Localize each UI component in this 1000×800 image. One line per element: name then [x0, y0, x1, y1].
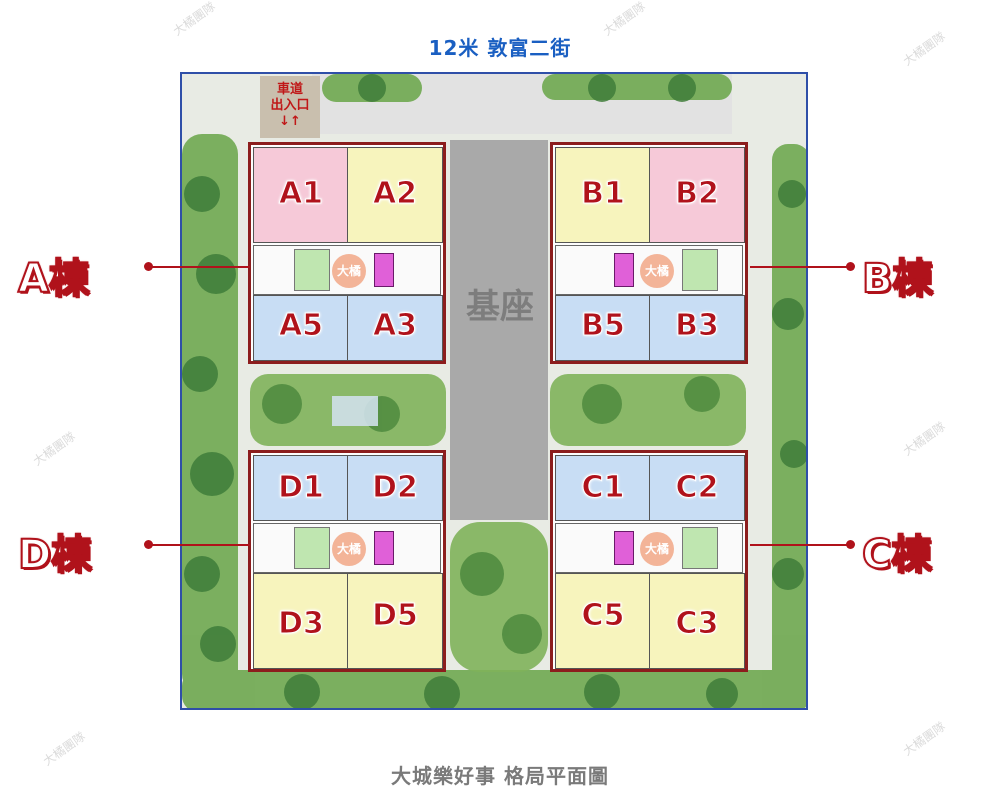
tower-a-block: A1 A2 大橘 A5 A3: [248, 142, 446, 364]
tower-d-leader-line: [150, 544, 250, 546]
unit-label-b2: B2: [675, 176, 720, 212]
unit-c2: C2: [649, 455, 745, 521]
tower-a-label: A棟: [17, 255, 90, 303]
unit-d3: D3: [253, 573, 349, 669]
unit-b2: B2: [649, 147, 745, 243]
tower-c-block: C1 C2 大橘 C5 C3: [550, 450, 748, 672]
plan-caption: 大城樂好事 格局平面圖: [391, 764, 609, 788]
unit-label-a5: A5: [278, 308, 324, 344]
unit-label-a2: A2: [372, 176, 418, 212]
tower-a-leader-line: [150, 266, 250, 268]
unit-label-b5: B5: [581, 308, 626, 344]
tower-b-leader-dot: [846, 262, 855, 271]
stair-icon: [682, 527, 718, 569]
unit-label-b3: B3: [675, 308, 720, 344]
unit-a1: A1: [253, 147, 349, 243]
unit-label-c3: C3: [675, 606, 719, 642]
unit-label-a3: A3: [372, 308, 418, 344]
podium-area: [450, 140, 548, 520]
elevator-icon: [374, 531, 394, 565]
unit-label-b1: B1: [581, 176, 626, 212]
tower-c-leader-dot: [846, 540, 855, 549]
watermark-text: 大橘團隊: [900, 719, 948, 759]
elevator-icon: [374, 253, 394, 287]
tower-b-block: B1 B2 大橘 B5 B3: [550, 142, 748, 364]
unit-c5: C5: [555, 573, 651, 669]
unit-b3: B3: [649, 295, 745, 361]
tower-a-leader-dot: [144, 262, 153, 271]
unit-d1: D1: [253, 455, 349, 521]
tower-c-label: C棟: [861, 531, 932, 579]
tower-d-core: 大橘: [253, 523, 441, 573]
stair-icon: [294, 527, 330, 569]
unit-label-d2: D2: [372, 470, 419, 506]
tower-b-core: 大橘: [555, 245, 743, 295]
tower-d-leader-dot: [144, 540, 153, 549]
driveway-entrance: 車道 出入口 ↓↑: [260, 76, 320, 138]
unit-label-c1: C1: [581, 470, 625, 506]
unit-label-d5: D5: [372, 598, 419, 634]
unit-a5: A5: [253, 295, 349, 361]
tower-a-core: 大橘: [253, 245, 441, 295]
stair-icon: [294, 249, 330, 291]
podium-label: 基座: [466, 287, 534, 327]
unit-a2: A2: [347, 147, 443, 243]
tower-c-leader-line: [750, 544, 850, 546]
tower-d-block: D1 D2 大橘 D3 D5: [248, 450, 446, 672]
site-plan: 基座 車道 出入口 ↓↑ A1 A2 大橘 A5 A3 B1 B2: [180, 72, 808, 710]
tower-d-label: D棟: [17, 531, 92, 579]
unit-b1: B1: [555, 147, 651, 243]
stair-icon: [682, 249, 718, 291]
unit-c3: C3: [649, 573, 745, 669]
unit-b5: B5: [555, 295, 651, 361]
tower-b-label: B棟: [861, 255, 933, 303]
driveway-label-line1: 車道: [276, 82, 303, 97]
unit-label-c5: C5: [581, 598, 625, 634]
unit-d2: D2: [347, 455, 443, 521]
unit-c1: C1: [555, 455, 651, 521]
street-label: 12米 敦富二街: [428, 36, 572, 60]
driveway-arrows-icon: ↓↑: [279, 114, 301, 129]
driveway-label-line2: 出入口: [270, 98, 310, 113]
watermark-logo: 大橘: [640, 254, 674, 288]
elevator-icon: [614, 531, 634, 565]
unit-label-d3: D3: [278, 606, 325, 642]
watermark-logo: 大橘: [332, 254, 366, 288]
unit-a3: A3: [347, 295, 443, 361]
unit-label-a1: A1: [278, 176, 324, 212]
tower-b-leader-line: [750, 266, 850, 268]
watermark-text: 大橘團隊: [900, 419, 948, 459]
elevator-icon: [614, 253, 634, 287]
unit-label-d1: D1: [278, 470, 325, 506]
watermark-logo: 大橘: [640, 532, 674, 566]
unit-d5: D5: [347, 573, 443, 669]
tower-c-core: 大橘: [555, 523, 743, 573]
unit-label-c2: C2: [675, 470, 719, 506]
watermark-text: 大橘團隊: [30, 429, 78, 469]
watermark-logo: 大橘: [332, 532, 366, 566]
